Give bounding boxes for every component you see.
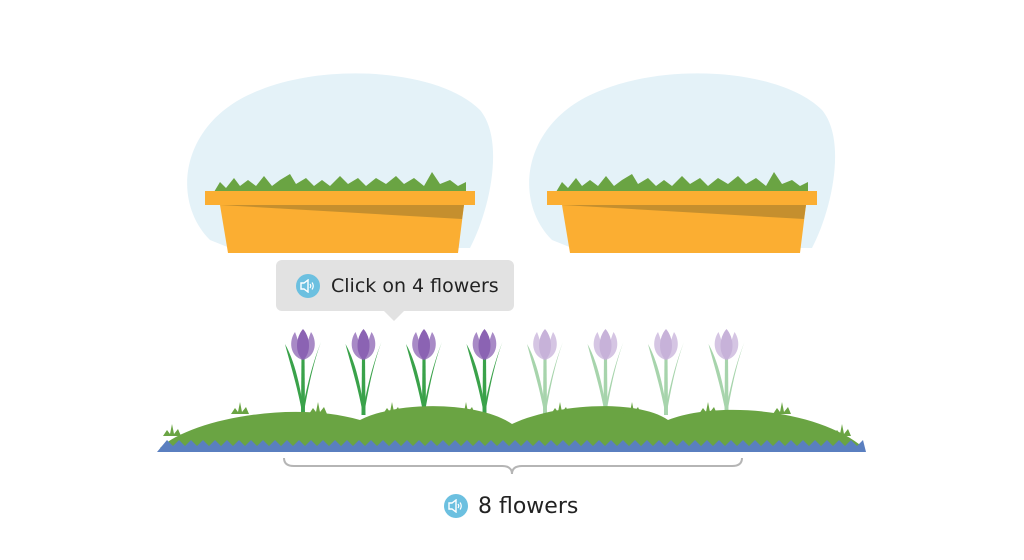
flower-2[interactable] [345,329,382,415]
flower-6[interactable] [587,329,624,415]
planter-left-shadow [220,205,464,219]
speaker-icon[interactable] [444,494,468,518]
speaker-icon[interactable] [296,273,320,298]
ground [157,402,866,452]
flower-3[interactable] [406,329,442,415]
planter-left-body [220,205,464,253]
instruction-bubble: Click on 4 flowers [276,260,514,321]
grass-tuft [833,424,851,436]
planter-right-grass [556,172,808,194]
grass-tufts [163,402,851,436]
grass-tuft [773,402,791,414]
flower-8[interactable] [708,329,745,415]
speaker-icon-glyph [300,278,314,293]
grass-tuft [551,402,569,414]
count-brace [283,457,743,475]
grass-tuft [699,402,717,414]
flower-4[interactable] [466,329,503,415]
flower-5[interactable] [527,329,563,415]
planter-left [187,73,494,253]
planter-right-body [562,205,806,253]
speaker-icon-glyph [448,499,462,513]
flower-1[interactable] [285,329,321,415]
grass-tuft [231,402,249,414]
planter-right-rim [547,191,817,205]
planter-left-grass [214,172,466,194]
planter-right [529,73,836,253]
planter-right-shadow [562,205,806,219]
grass-tuft [163,424,181,436]
ground-water [157,440,866,452]
grass-tuft [457,402,475,414]
ground-hills [160,406,864,448]
grass-tuft [383,402,401,414]
grass-tuft [623,402,641,414]
flower-row [285,329,745,415]
count-label: 8 flowers [444,490,578,522]
grass-tuft [309,402,327,414]
instruction-text: Click on 4 flowers [331,274,499,297]
count-text: 8 flowers [478,493,579,519]
planter-left-rim [205,191,475,205]
flower-7[interactable] [648,329,684,415]
